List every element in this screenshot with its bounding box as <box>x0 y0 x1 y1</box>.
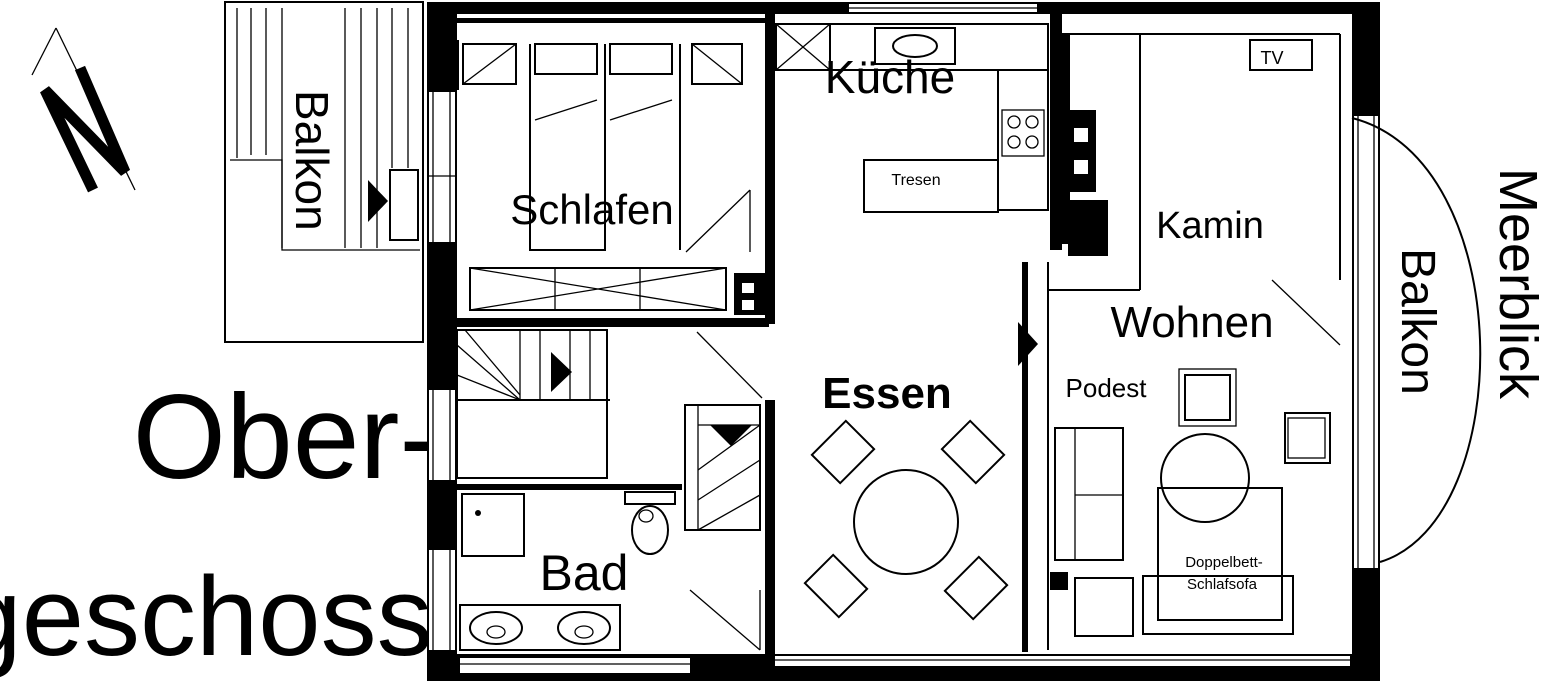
west-balcony: Balkon <box>224 1 424 343</box>
room-label-wohnen: Wohnen <box>1110 298 1273 347</box>
east-balcony: Balkon Meerblick <box>1351 117 1548 563</box>
room-label-kamin: Kamin <box>1156 205 1264 247</box>
room-label-essen: Essen <box>822 369 952 418</box>
dining-room: Essen <box>803 322 1038 621</box>
door-arrow-icon <box>1018 322 1038 366</box>
living-room: TV Kamin Wohnen Podest Doppelbett- Schla… <box>1050 39 1341 637</box>
east-balcony-label: Balkon <box>1391 248 1444 395</box>
sofa-label-line1: Doppelbett- <box>1185 554 1263 571</box>
bedroom: Schlafen <box>457 40 751 311</box>
landing-label-podest: Podest <box>1066 373 1148 403</box>
tv-label: TV <box>1260 48 1283 68</box>
outer-walls <box>427 2 1380 681</box>
kitchen: Küche Tresen <box>775 23 1049 213</box>
inner-walls <box>457 14 1341 658</box>
floor-title-line1: Ober- <box>133 370 440 504</box>
entry-arrow-icon <box>368 180 388 222</box>
room-label-schlafen: Schlafen <box>510 186 673 233</box>
room-label-kueche: Küche <box>825 51 955 103</box>
counter-label-tresen: Tresen <box>891 172 940 189</box>
room-label-bad: Bad <box>540 545 629 601</box>
staircase <box>456 329 763 531</box>
west-balcony-label: Balkon <box>286 90 338 231</box>
sofa-label-line2: Schlafsofa <box>1187 576 1258 593</box>
floor-title-line2: geschoss <box>0 554 433 679</box>
bathroom: Bad <box>457 484 761 651</box>
stair-down-arrow-icon <box>710 425 752 446</box>
stair-arrow-icon <box>551 352 572 392</box>
north-arrow-icon <box>31 27 136 193</box>
east-balcony-view-label: Meerblick <box>1488 168 1548 400</box>
